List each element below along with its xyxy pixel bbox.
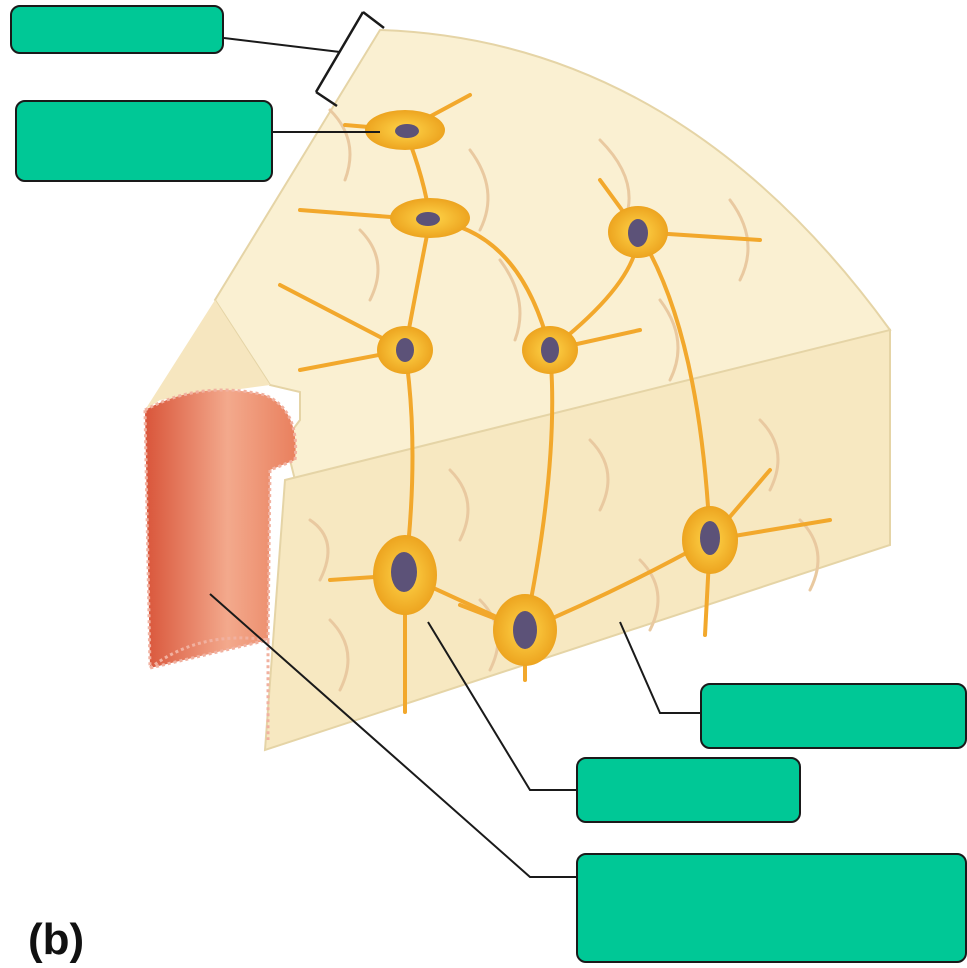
label-box-top-left[interactable]: [10, 5, 224, 54]
osteocyte-cell: [377, 326, 433, 374]
osteocyte-cell: [608, 206, 668, 258]
osteocyte-nucleus: [396, 338, 414, 362]
osteocyte-nucleus: [628, 219, 648, 247]
panel-letter: (b): [28, 918, 84, 962]
osteocyte-nucleus: [513, 611, 537, 649]
label-box-right-middle[interactable]: [576, 757, 801, 823]
osteocyte-nucleus: [541, 337, 559, 363]
osteocyte-nucleus: [416, 212, 440, 226]
leader-line-3: [620, 622, 700, 713]
label-box-right-upper[interactable]: [700, 683, 967, 749]
osteocyte-nucleus: [395, 124, 419, 138]
osteocyte-cell: [373, 535, 437, 615]
osteocyte-cell: [493, 594, 557, 666]
label-box-upper-left[interactable]: [15, 100, 273, 182]
osteocyte-cell: [365, 110, 445, 150]
osteocyte-cell: [390, 198, 470, 238]
central-canal: [145, 390, 296, 668]
osteocyte-nucleus: [700, 521, 720, 555]
leader-line-1: [224, 38, 340, 52]
osteocyte-cell: [522, 326, 578, 374]
label-box-right-lower[interactable]: [576, 853, 967, 963]
osteocyte-cell: [682, 506, 738, 574]
osteocyte-nucleus: [391, 552, 417, 592]
